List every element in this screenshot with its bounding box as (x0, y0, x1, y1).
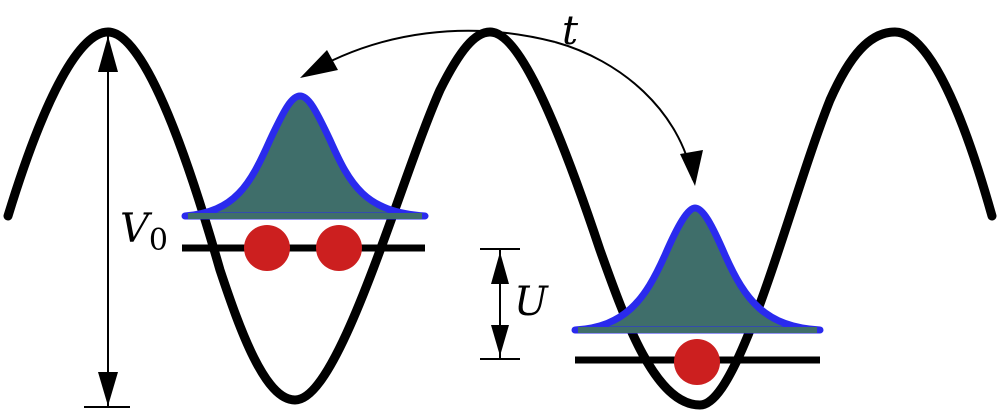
particle-left-1 (244, 225, 290, 271)
interaction-label: U (514, 279, 549, 325)
tunneling-label: t (562, 8, 579, 54)
tunneling-arrow (304, 29, 556, 76)
depth-label: V0 (120, 206, 168, 258)
right-wavefunction (571, 204, 824, 334)
particle-left-2 (316, 225, 362, 271)
particle-right-1 (674, 339, 720, 385)
left-wavefunction (181, 92, 429, 220)
